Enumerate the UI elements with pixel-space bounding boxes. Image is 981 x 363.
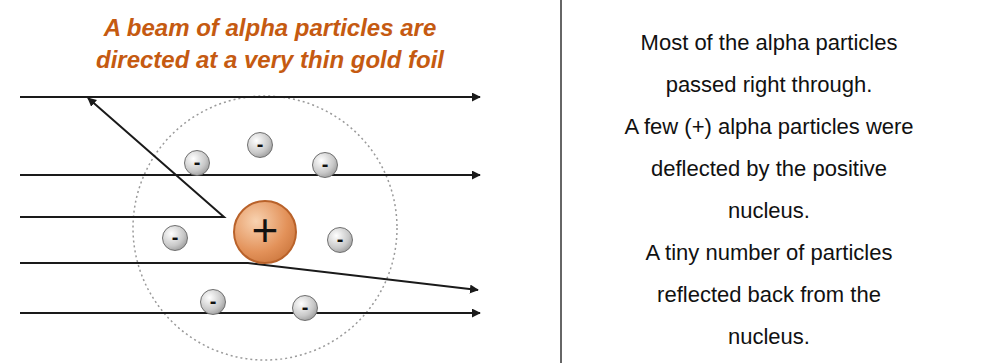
charge-sign: -	[322, 154, 329, 174]
electron-circle: -	[184, 150, 210, 176]
charge-sign: +	[252, 207, 279, 253]
reflected-alpha-path	[20, 98, 224, 217]
electron-circle: -	[162, 225, 188, 251]
explanation-panel: Most of the alpha particles passed right…	[617, 22, 921, 358]
deflected-alpha-path	[20, 263, 478, 290]
electron-circle: -	[292, 295, 318, 321]
nucleus-circle: +	[233, 200, 297, 264]
charge-sign: -	[337, 229, 344, 249]
charge-sign: -	[194, 152, 201, 172]
alpha-path	[20, 174, 480, 176]
electron-circle: -	[327, 227, 353, 253]
electron-circle: -	[312, 152, 338, 178]
observation-note: A few (+) alpha particles were deflected…	[617, 106, 921, 232]
observation-note: Most of the alpha particles passed right…	[617, 22, 921, 106]
electron-circle: -	[200, 289, 226, 315]
atom-boundary	[133, 96, 397, 360]
charge-sign: -	[172, 227, 179, 247]
charge-sign: -	[257, 134, 264, 154]
charge-sign: -	[302, 297, 309, 317]
alpha-path	[20, 312, 480, 314]
charge-sign: -	[210, 291, 217, 311]
diagram-title: A beam of alpha particles are directed a…	[60, 12, 480, 76]
panel-divider	[560, 0, 562, 363]
electron-circle: -	[247, 132, 273, 158]
observation-note: A tiny number of particles reflected bac…	[617, 232, 921, 358]
